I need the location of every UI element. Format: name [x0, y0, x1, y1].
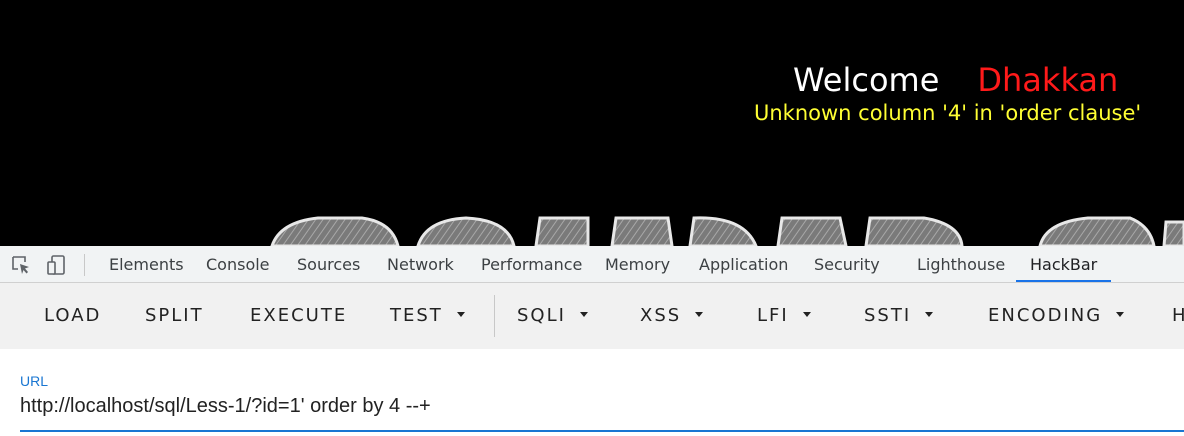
ssti-label: SSTI: [864, 305, 912, 326]
execute-button[interactable]: EXECUTE: [250, 283, 347, 349]
url-underline: [20, 430, 1184, 432]
caret-down-icon: [456, 311, 465, 317]
tab-memory[interactable]: Memory: [605, 255, 671, 274]
banner-graphic: [270, 216, 1184, 246]
welcome-line: Welcome Dhakkan: [793, 60, 1118, 100]
ssti-dropdown-button[interactable]: SSTI: [864, 283, 934, 349]
sqli-dropdown-button[interactable]: SQLI: [517, 283, 588, 349]
test-dropdown-button[interactable]: TEST: [390, 283, 465, 349]
user-name: Dhakkan: [977, 61, 1119, 99]
partial-label: H: [1172, 305, 1184, 326]
load-button[interactable]: LOAD: [44, 283, 101, 349]
load-label: LOAD: [44, 305, 102, 326]
tab-network[interactable]: Network: [387, 255, 454, 274]
url-label: URL: [20, 373, 49, 389]
url-field[interactable]: URL http://localhost/sql/Less-1/?id=1' o…: [0, 349, 1184, 436]
xss-dropdown-button[interactable]: XSS: [640, 283, 704, 349]
encoding-label: ENCODING: [988, 305, 1103, 326]
tab-application[interactable]: Application: [699, 255, 789, 274]
url-input[interactable]: http://localhost/sql/Less-1/?id=1' order…: [20, 395, 431, 417]
lfi-dropdown-button[interactable]: LFI: [757, 283, 811, 349]
split-label: SPLIT: [145, 305, 204, 326]
toolbar-separator: [494, 295, 495, 337]
device-toolbar-icon[interactable]: [46, 254, 68, 276]
tab-console[interactable]: Console: [206, 255, 270, 274]
hackbar-toolbar: LOAD SPLIT EXECUTE TEST SQLI XSS LFI SST…: [0, 283, 1184, 349]
caret-down-icon: [925, 311, 934, 317]
tab-lighthouse[interactable]: Lighthouse: [917, 255, 1006, 274]
xss-label: XSS: [640, 305, 682, 326]
lfi-label: LFI: [757, 305, 789, 326]
test-label: TEST: [390, 305, 443, 326]
split-button[interactable]: SPLIT: [145, 283, 204, 349]
tab-security[interactable]: Security: [814, 255, 880, 274]
sqli-label: SQLI: [517, 305, 566, 326]
welcome-text: Welcome: [793, 61, 940, 99]
tab-performance[interactable]: Performance: [481, 255, 583, 274]
tab-sources[interactable]: Sources: [297, 255, 361, 274]
caret-down-icon: [695, 311, 704, 317]
tab-elements[interactable]: Elements: [109, 255, 184, 274]
caret-down-icon: [1116, 311, 1125, 317]
page-viewport: Welcome Dhakkan Unknown column '4' in 'or…: [0, 0, 1184, 246]
caret-down-icon: [802, 311, 811, 317]
encoding-dropdown-button[interactable]: ENCODING: [988, 283, 1125, 349]
execute-label: EXECUTE: [250, 305, 348, 326]
inspect-element-icon[interactable]: [10, 254, 32, 276]
sql-error-message: Unknown column '4' in 'order clause': [754, 101, 1142, 125]
tab-hackbar[interactable]: HackBar: [1015, 246, 1112, 282]
toolbar-separator: [84, 254, 85, 276]
devtools-tab-bar: Elements Console Sources Network Perform…: [0, 246, 1184, 283]
caret-down-icon: [579, 311, 588, 317]
more-button-partial[interactable]: H: [1172, 283, 1184, 349]
